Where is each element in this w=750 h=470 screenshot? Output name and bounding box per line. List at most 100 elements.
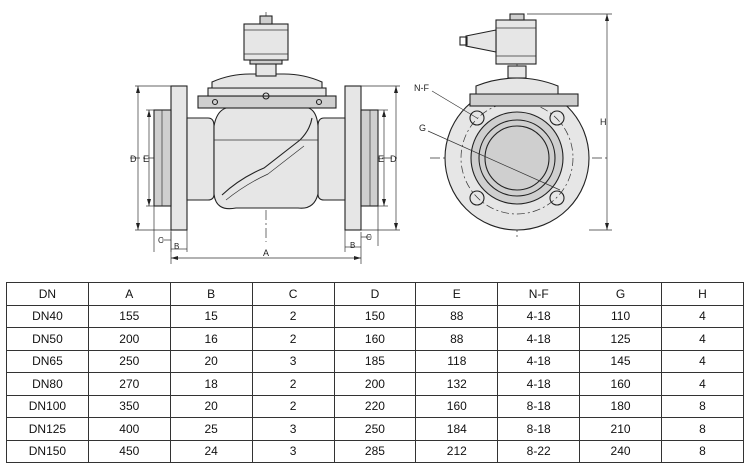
label-c-right: C [366,233,372,242]
table-cell: 3 [251,417,335,441]
table-cell: 18 [169,372,253,396]
bolt-hole [469,190,485,206]
table-cell: 8 [661,439,744,463]
table-cell: 285 [333,439,417,463]
end-coil [495,19,537,65]
valve-body [213,106,319,210]
table-cell: 200 [87,327,171,351]
table-cell: 184 [415,417,499,441]
bonnet-bolt-right [315,98,323,106]
table-header-row: DN A B C D E N-F G H [6,282,744,306]
table-cell: 400 [87,417,171,441]
table-cell: 4 [661,327,744,351]
table-cell: 350 [87,394,171,418]
table-cell: 270 [87,372,171,396]
solenoid-nut [249,59,283,65]
side-view: A D E D E C B [130,12,400,264]
table-cell: 3 [251,349,335,373]
table-cell: 2 [251,327,335,351]
bonnet-dome [211,73,323,89]
internal-diaphragm [221,117,313,196]
table-cell: 3 [251,439,335,463]
table-row: DN80 270 18 2 200 132 4-18 160 4 [6,372,744,396]
table-cell: DN150 [6,439,89,463]
right-flange [344,85,362,231]
table-row: DN100 350 20 2 220 160 8-18 180 8 [6,394,744,418]
table-cell: 4 [661,349,744,373]
table-cell: 200 [333,372,417,396]
table-cell: 220 [333,394,417,418]
technical-drawing: A D E D E C B [130,12,612,264]
table-cell: 4-18 [497,304,581,328]
label-e-right: E [378,154,384,164]
table-cell: 210 [579,417,662,441]
end-bonnet-plate [469,93,579,107]
table-cell: 88 [415,327,499,351]
bolt-hole [469,110,485,126]
label-d-left: D [130,154,137,164]
label-a: A [263,248,269,258]
table-cell: 160 [333,327,417,351]
table-cell: 8-22 [497,439,581,463]
table-cell: 145 [579,349,662,373]
bonnet-plate [197,95,337,109]
column-header: D [333,282,417,306]
table-cell: 88 [415,304,499,328]
bonnet-bolt-left [211,98,219,106]
connector-plug [459,36,468,46]
table-cell: 2 [251,372,335,396]
table-row: DN150 450 24 3 285 212 8-22 240 8 [6,439,744,463]
leader-nf [431,90,478,119]
column-header: C [251,282,335,306]
table-cell: 160 [579,372,662,396]
table-cell: 4-18 [497,349,581,373]
label-g: G [419,123,426,133]
label-nf: N-F [414,83,429,93]
table-cell: 450 [87,439,171,463]
table-cell: 24 [169,439,253,463]
table-cell: 2 [251,304,335,328]
table-cell: 240 [579,439,662,463]
body-left-neck [186,117,215,201]
column-header: E [415,282,499,306]
end-bonnet-dome [475,77,559,95]
bolt-hole [549,110,565,126]
table-cell: DN40 [6,304,89,328]
label-b-left: B [174,242,179,251]
end-view: G N-F H [414,13,612,238]
table-cell: DN125 [6,417,89,441]
table-cell: 20 [169,394,253,418]
table-cell: 150 [333,304,417,328]
table-cell: 118 [415,349,499,373]
bolt-holes [469,110,565,206]
bolt-hole [549,190,565,206]
bonnet-top [207,87,327,97]
table-cell: 8 [661,417,744,441]
cable-connector [465,29,497,53]
table-cell: 110 [579,304,662,328]
table-cell: 212 [415,439,499,463]
column-header: A [87,282,171,306]
table-cell: DN50 [6,327,89,351]
column-header: N-F [497,282,581,306]
table-cell: 4-18 [497,372,581,396]
left-flange [170,85,188,231]
table-cell: 185 [333,349,417,373]
table-cell: 16 [169,327,253,351]
table-cell: 160 [415,394,499,418]
label-b-right: B [350,241,355,250]
table-cell: DN80 [6,372,89,396]
table-cell: DN100 [6,394,89,418]
dimension-table: DN A B C D E N-F G H DN40 155 15 2 150 8… [6,282,744,463]
table-cell: 180 [579,394,662,418]
end-coil-cap [509,13,525,21]
end-stem [507,65,527,79]
table-cell: 8-18 [497,394,581,418]
table-cell: 250 [333,417,417,441]
column-header: DN [6,282,89,306]
table-row: DN65 250 20 3 185 118 4-18 145 4 [6,349,744,373]
table-cell: 250 [87,349,171,373]
table-cell: 8 [661,394,744,418]
column-header: B [169,282,253,306]
column-header: G [579,282,662,306]
